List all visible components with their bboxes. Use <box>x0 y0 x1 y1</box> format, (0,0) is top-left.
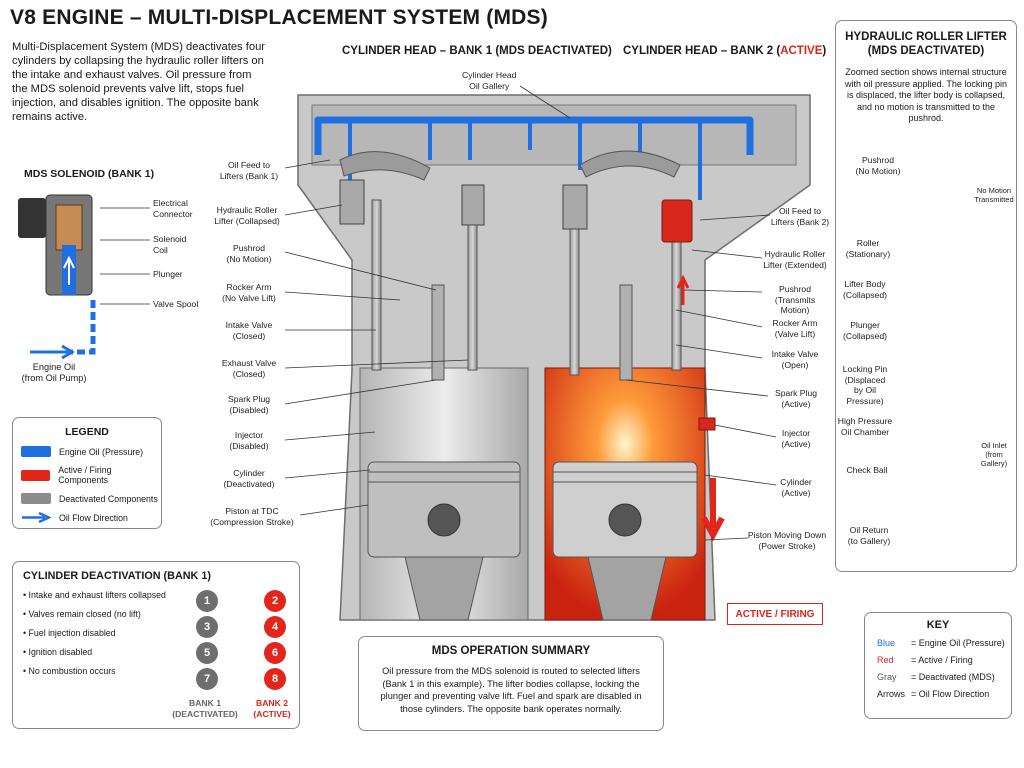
key-row: Arrows= Oil Flow Direction <box>877 689 990 699</box>
lifter-label-7: Oil Inlet (from Gallery) <box>980 441 1008 468</box>
cylinder-badge: 7 <box>196 668 218 690</box>
bank2-cylinder-numbers: 2 4 6 8 <box>264 590 286 690</box>
summary-panel: MDS OPERATION SUMMARY Oil pressure from … <box>358 636 664 731</box>
bank2-label-1: Hydraulic Roller Lifter (Extended) <box>763 249 827 270</box>
lifter-label-4: Plunger (Collapsed) <box>843 320 887 341</box>
key-row: Blue= Engine Oil (Pressure) <box>877 638 1005 648</box>
cylinder-badge: 8 <box>264 668 286 690</box>
list-item: • No combustion occurs <box>23 666 116 676</box>
list-item: • Valves remain closed (no lift) <box>23 609 141 619</box>
solenoid-label-0: Electrical Connector <box>153 198 193 219</box>
key-row: Red= Active / Firing <box>877 655 973 665</box>
lifter-label-5: Locking Pin (Displaced by Oil Pressure) <box>842 364 888 406</box>
cylinder-badge: 4 <box>264 616 286 638</box>
list-item: • Ignition disabled <box>23 647 93 657</box>
bank1-label-3: Rocker Arm (No Valve Lift) <box>222 282 276 303</box>
lifter-label-6: High Pressure Oil Chamber <box>837 416 893 437</box>
lifter-label-8: Check Ball <box>846 465 888 475</box>
deactivation-title: CYLINDER DEACTIVATION (BANK 1) <box>23 570 211 582</box>
bank2-label-2: Pushrod (Transmits Motion) <box>774 284 816 315</box>
cylinder-badge: 6 <box>264 642 286 664</box>
bank2-header: CYLINDER HEAD – BANK 2 (ACTIVE) <box>623 45 827 57</box>
summary-body: Oil pressure from the MDS solenoid is ro… <box>380 666 642 714</box>
bank1-label-9: Piston at TDC (Compression Stroke) <box>210 506 294 527</box>
bank2-label-0: Oil Feed to Lifters (Bank 2) <box>770 206 830 227</box>
bank2-label-3: Rocker Arm (Valve Lift) <box>772 318 818 339</box>
solenoid-connector <box>18 198 46 238</box>
bank1-label-4: Intake Valve (Closed) <box>225 320 273 341</box>
legend-panel: LEGEND Engine Oil (Pressure) Active / Fi… <box>12 417 162 529</box>
lifter-title: HYDRAULIC ROLLER LIFTER (MDS DEACTIVATED… <box>845 31 1007 57</box>
lifter-panel: HYDRAULIC ROLLER LIFTER (MDS DEACTIVATED… <box>835 20 1017 572</box>
bank1-label-1: Hydraulic Roller Lifter (Collapsed) <box>214 205 280 226</box>
bank2-active-label: BANK 2 (ACTIVE) <box>253 698 291 719</box>
deactivation-list: • Intake and exhaust lifters collapsed •… <box>23 590 299 676</box>
gallery-label: Cylinder Head Oil Gallery <box>462 70 517 91</box>
solenoid-label-3: Valve Spool <box>153 299 199 309</box>
cylinder-badge: 3 <box>196 616 218 638</box>
bank1-header: CYLINDER HEAD – BANK 1 (MDS DEACTIVATED) <box>342 45 612 57</box>
legend-swatch-gray <box>21 493 51 504</box>
legend-item-flow: Oil Flow Direction <box>21 512 161 523</box>
cylinder-badge: 5 <box>196 642 218 664</box>
legend-title: LEGEND <box>65 426 109 438</box>
cylinder-badge: 1 <box>196 590 218 612</box>
lifter-label-3: Lifter Body (Collapsed) <box>843 279 887 300</box>
legend-item-deactivated: Deactivated Components <box>21 493 161 504</box>
bank2-label-8: Piston Moving Down (Power Stroke) <box>747 530 827 551</box>
solenoid-label-1: Solenoid Coil <box>153 234 187 255</box>
solenoid-oil-label: Engine Oil (from Oil Pump) <box>21 362 87 383</box>
bank1-deactivated-label: BANK 1 (DEACTIVATED) <box>172 698 238 719</box>
list-item: • Fuel injection disabled <box>23 628 116 638</box>
bank2-label-6: Injector (Active) <box>781 428 811 449</box>
solenoid-title: MDS SOLENOID (BANK 1) <box>24 168 155 180</box>
key-title: KEY <box>926 619 950 631</box>
lifter-label-2: Roller (Stationary) <box>845 238 891 259</box>
lifter-body: Zoomed section shows internal structure … <box>845 67 1007 123</box>
legend-swatch-red <box>21 469 51 481</box>
active-firing-badge: ACTIVE / FIRING <box>727 603 823 625</box>
arrow-right-icon <box>22 512 51 523</box>
solenoid-label-2: Plunger <box>153 269 183 279</box>
intro-text: Multi-Displacement System (MDS) deactiva… <box>12 41 266 123</box>
bank2-label-7: Cylinder (Active) <box>780 477 812 498</box>
lifter-label-1: No Motion Transmitted <box>974 186 1014 204</box>
bank2-label-5: Spark Plug (Active) <box>774 388 818 409</box>
summary-title: MDS OPERATION SUMMARY <box>431 645 591 657</box>
cylinder-badge: 2 <box>264 590 286 612</box>
list-item: • Intake and exhaust lifters collapsed <box>23 590 166 600</box>
bank1-label-5: Exhaust Valve (Closed) <box>221 358 277 379</box>
bank1-label-0: Oil Feed to Lifters (Bank 1) <box>219 160 279 181</box>
deactivation-panel: CYLINDER DEACTIVATION (BANK 1) • Intake … <box>12 561 300 729</box>
key-panel: KEY Blue= Engine Oil (Pressure) Red= Act… <box>864 612 1012 719</box>
bank1-label-8: Cylinder (Deactivated) <box>223 468 275 489</box>
legend-swatch-blue <box>21 446 51 457</box>
bank1-label-7: Injector (Disabled) <box>229 430 269 451</box>
legend-item-active: Active / Firing Components <box>21 465 161 485</box>
key-row: Gray= Deactivated (MDS) <box>877 672 995 682</box>
lifter-label-0: Pushrod (No Motion) <box>855 155 901 176</box>
legend-item-oil: Engine Oil (Pressure) <box>21 446 161 457</box>
bank1-cylinder-numbers: 1 3 5 7 <box>196 590 218 690</box>
bank1-label-6: Spark Plug (Disabled) <box>227 394 271 415</box>
bank2-label-4: Intake Valve (Open) <box>771 349 819 370</box>
bank1-label-2: Pushrod (No Motion) <box>226 243 272 264</box>
lifter-label-9: Oil Return (to Gallery) <box>847 525 891 546</box>
page-title: V8 ENGINE – MULTI-DISPLACEMENT SYSTEM (M… <box>10 6 548 29</box>
